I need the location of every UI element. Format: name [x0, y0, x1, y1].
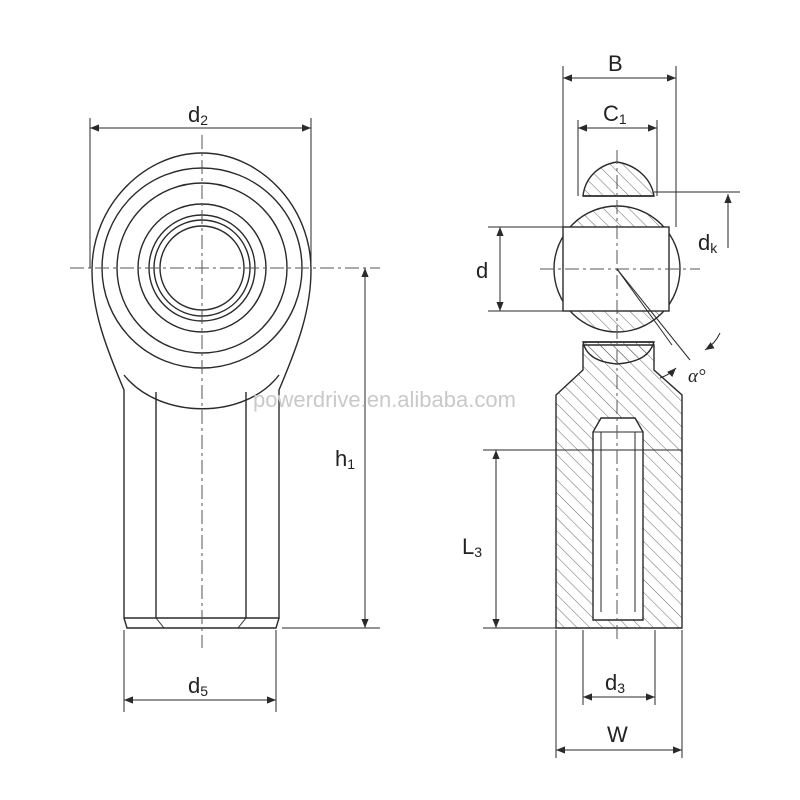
watermark-text: powerdrive.en.alibaba.com: [253, 387, 516, 412]
alpha-label: α°: [688, 366, 706, 387]
alpha-line-1: [616, 268, 691, 361]
d3-label: d3: [605, 670, 625, 696]
dk-label: dk: [698, 230, 718, 256]
d2-label: d2: [188, 102, 208, 128]
C1-label: C1: [603, 101, 627, 127]
chamfer-tick-right: [237, 617, 247, 629]
h1-label: h1: [335, 446, 355, 472]
housing-lower-arc: [123, 374, 280, 410]
front-view: d2 h1 d5: [70, 102, 380, 712]
alpha-arc-upper: [704, 332, 721, 351]
side-section-view: α° B C1 dk d L3 d3 W: [462, 51, 740, 758]
chamfer-tick-left: [155, 617, 165, 629]
alpha-arc-lower: [659, 367, 677, 379]
B-label: B: [608, 51, 623, 76]
d5-label: d5: [188, 673, 208, 699]
W-label: W: [607, 722, 628, 747]
alpha-line-2: [616, 268, 673, 346]
L3-label: L3: [462, 534, 482, 560]
housing-ring-top: [582, 161, 655, 197]
d-label: d: [476, 258, 488, 283]
